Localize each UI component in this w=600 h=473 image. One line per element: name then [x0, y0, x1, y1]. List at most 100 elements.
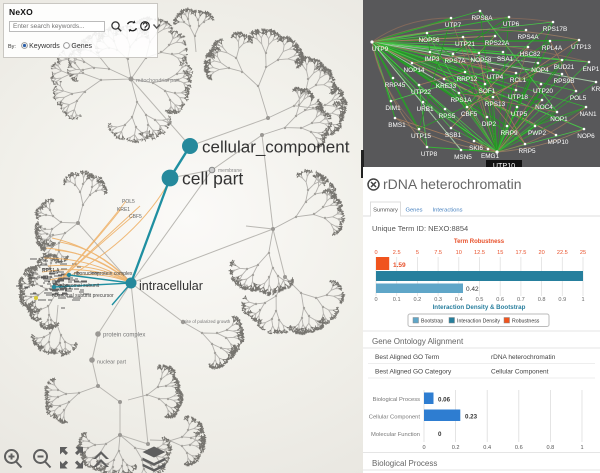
svg-text:0.8: 0.8	[538, 297, 546, 303]
svg-text:UTP7: UTP7	[445, 22, 462, 29]
svg-text:POL5: POL5	[570, 95, 587, 102]
svg-text:SSA1: SSA1	[497, 56, 514, 63]
svg-text:NOC4: NOC4	[535, 104, 553, 111]
svg-text:Genes: Genes	[405, 208, 422, 214]
svg-text:1: 1	[581, 297, 584, 303]
svg-text:0.6: 0.6	[515, 445, 523, 451]
svg-text:15: 15	[497, 250, 503, 256]
svg-text:BMS1: BMS1	[388, 122, 406, 129]
svg-text:0.4: 0.4	[455, 297, 463, 303]
svg-text:rDNA heterochromatin: rDNA heterochromatin	[491, 354, 556, 361]
svg-text:0.1: 0.1	[393, 297, 401, 303]
svg-text:EMG1: EMG1	[481, 153, 500, 160]
svg-text:UTP22: UTP22	[411, 89, 431, 96]
svg-text:RRP5: RRP5	[518, 148, 535, 155]
svg-text:KRE33: KRE33	[436, 83, 457, 90]
svg-text:0: 0	[438, 431, 442, 438]
svg-text:HSC82: HSC82	[520, 51, 541, 58]
svg-text:Summary: Summary	[373, 208, 398, 214]
svg-text:2.5: 2.5	[393, 250, 401, 256]
svg-text:UTP4: UTP4	[487, 74, 504, 81]
svg-text:NOP56: NOP56	[419, 37, 440, 44]
svg-text:0.2: 0.2	[452, 445, 460, 451]
svg-text:intracellular: intracellular	[139, 279, 203, 293]
svg-text:URB1: URB1	[416, 106, 433, 113]
svg-text:0: 0	[374, 297, 377, 303]
svg-text:RPL4A: RPL4A	[542, 45, 563, 52]
svg-text:7.5: 7.5	[434, 250, 442, 256]
svg-text:CBF5: CBF5	[129, 214, 142, 220]
svg-text:RCL1: RCL1	[510, 77, 527, 84]
svg-text:NOP6: NOP6	[577, 133, 595, 140]
svg-text:UTP15: UTP15	[411, 133, 431, 140]
svg-text:DIM1: DIM1	[385, 105, 401, 112]
svg-text:SOF1: SOF1	[479, 88, 496, 95]
svg-text:RRP45: RRP45	[385, 82, 406, 89]
svg-text:UTP13: UTP13	[571, 44, 591, 51]
svg-text:5: 5	[416, 250, 419, 256]
svg-text:BUD21: BUD21	[554, 64, 575, 71]
svg-text:RPS4A: RPS4A	[518, 34, 540, 41]
svg-text:12.5: 12.5	[474, 250, 485, 256]
svg-text:RPS1A: RPS1A	[451, 97, 473, 104]
svg-text:RPS22A: RPS22A	[485, 40, 510, 47]
svg-text:RPS13: RPS13	[485, 101, 506, 108]
svg-text:0.42: 0.42	[466, 286, 479, 293]
svg-text:NOP14: NOP14	[404, 67, 425, 74]
svg-text:0.3: 0.3	[434, 297, 442, 303]
svg-text:Best Aligned GO Category: Best Aligned GO Category	[375, 369, 452, 376]
svg-text:UTP21: UTP21	[455, 41, 475, 48]
svg-text:PWP2: PWP2	[528, 130, 547, 137]
svg-text:KRE: KRE	[591, 86, 600, 93]
svg-text:0.06: 0.06	[438, 397, 451, 404]
svg-text:NOP1: NOP1	[550, 116, 568, 123]
svg-text:nuclear part: nuclear part	[97, 360, 127, 366]
svg-text:RPS9B: RPS9B	[554, 78, 575, 85]
svg-text:cellular_component: cellular_component	[202, 138, 350, 157]
svg-text:NOP4: NOP4	[531, 67, 549, 74]
svg-text:ribosomal subunit precursor: ribosomal subunit precursor	[52, 293, 114, 299]
svg-text:POL5: POL5	[122, 199, 135, 205]
svg-text:Cellular Component: Cellular Component	[369, 415, 421, 421]
svg-text:CBF5: CBF5	[461, 111, 478, 118]
svg-text:Bootstrap: Bootstrap	[421, 319, 443, 325]
svg-text:0: 0	[374, 250, 377, 256]
svg-text:KRE1: KRE1	[117, 207, 130, 213]
svg-text:0.7: 0.7	[517, 297, 525, 303]
svg-text:0.9: 0.9	[558, 297, 566, 303]
svg-text:RRP12: RRP12	[457, 76, 478, 83]
svg-text:Molecular Function: Molecular Function	[371, 432, 420, 438]
svg-text:Biological Process: Biological Process	[373, 397, 420, 403]
svg-text:Biological Process: Biological Process	[372, 459, 437, 468]
svg-text:ENP1: ENP1	[583, 66, 600, 73]
svg-text:Gene Ontology Alignment: Gene Ontology Alignment	[372, 337, 464, 346]
svg-text:SSB1: SSB1	[445, 132, 462, 139]
svg-text:RPS1 A: RPS1 A	[42, 268, 60, 274]
svg-text:RPS7A: RPS7A	[445, 58, 467, 65]
svg-text:UTP18: UTP18	[508, 94, 528, 101]
svg-text:Interaction Density & Bootstra: Interaction Density & Bootstrap	[433, 304, 526, 311]
svg-text:ribosomal subunit: ribosomal subunit	[60, 283, 100, 289]
svg-text:1: 1	[580, 445, 583, 451]
svg-text:NOP58: NOP58	[471, 57, 492, 64]
svg-text:SKI6: SKI6	[469, 145, 483, 152]
svg-text:0.23: 0.23	[465, 414, 478, 421]
svg-text:Term Robustness: Term Robustness	[454, 239, 505, 245]
svg-text:20: 20	[538, 250, 544, 256]
svg-text:0.4: 0.4	[483, 445, 491, 451]
svg-text:Interaction Density: Interaction Density	[457, 319, 500, 325]
svg-text:MPP10: MPP10	[548, 139, 569, 146]
svg-text:UTP6: UTP6	[503, 21, 520, 28]
svg-text:1.59: 1.59	[393, 262, 406, 269]
svg-text:Cellular Component: Cellular Component	[491, 369, 549, 376]
svg-text:Unique Term ID: NEXO:8854: Unique Term ID: NEXO:8854	[372, 224, 468, 233]
svg-text:RRP9: RRP9	[500, 130, 517, 137]
svg-text:IMP3: IMP3	[425, 56, 440, 63]
svg-text:MSN5: MSN5	[454, 154, 472, 161]
svg-text:Robustness: Robustness	[512, 319, 540, 325]
svg-text:DIP2: DIP2	[482, 121, 497, 128]
svg-text:ribonucleoprotein complex: ribonucleoprotein complex	[74, 271, 133, 277]
svg-text:RPS5: RPS5	[439, 113, 456, 120]
svg-text:mitochondrial part: mitochondrial part	[136, 78, 180, 84]
svg-text:UTP5: UTP5	[511, 111, 528, 118]
